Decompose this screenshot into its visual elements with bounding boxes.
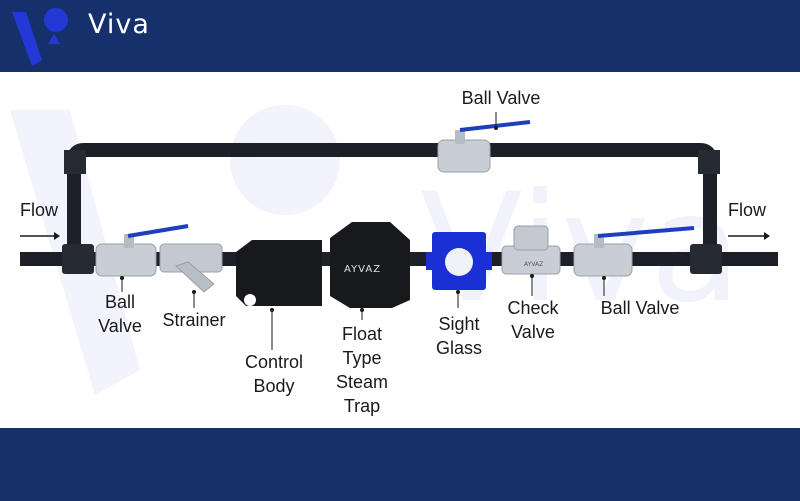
label-line: Type [342,348,382,368]
label-strainer: Strainer [162,310,226,330]
ball-valve-top [437,120,531,173]
label-ball-valve-top: Ball Valve [461,88,541,108]
label-line: Control [244,352,304,372]
float-steam-trap: AYVAZ [330,222,410,308]
svg-text:AYVAZ: AYVAZ [524,261,543,268]
flow-label-left: Flow [20,200,59,220]
label-line: Body [253,376,295,396]
ball-valve-right [573,226,695,277]
brand-logo-icon [12,8,68,66]
flow-label-right: Flow [728,200,767,220]
flow-arrow-left [20,232,60,240]
svg-text:AYVAZ: AYVAZ [344,264,381,275]
label-line: Sight [438,314,480,334]
flow-arrow-right [728,232,770,240]
label-line: Glass [435,338,482,358]
ball-valve-left [95,224,189,277]
label-line: Steam [335,372,389,392]
footer-bar [0,428,800,501]
header-bar [0,0,800,72]
leader-lines [120,112,606,350]
label-sight-glass: Sight Glass [424,312,494,360]
label-control-body: Control Body [238,350,310,398]
tee-right [690,244,722,274]
label-ball-valve-left: Ball Valve [90,290,150,338]
label-check-valve: Check Valve [496,296,570,344]
check-valve: AYVAZ [501,225,561,275]
bypass-diagram: Viva AYVAZ [10,105,778,395]
tee-left [62,244,94,274]
brand-name: Viva [88,9,150,40]
label-line: Trap [343,396,381,416]
label-line: Valve [98,316,142,336]
control-body [236,240,322,306]
label-ball-valve-right: Ball Valve [600,298,680,318]
label-line: Float [341,324,383,344]
label-line: Valve [511,322,555,342]
label-line: Ball [104,292,135,312]
sight-glass [426,232,492,290]
label-line: Check [507,298,559,318]
label-float-trap: Float Type Steam Trap [326,322,398,418]
strainer [159,243,223,293]
